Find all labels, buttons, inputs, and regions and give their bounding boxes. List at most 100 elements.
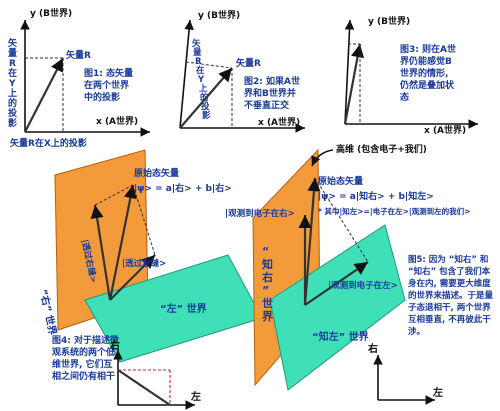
fig1-x-projection-label: 矢量R在X上的投影	[10, 137, 87, 149]
fig4-state-label: 原始态矢量	[134, 167, 179, 179]
svg-text:态: 态	[400, 91, 409, 103]
fig4-axis-left-label: 左	[190, 390, 201, 403]
svg-text:影: 影	[202, 110, 211, 121]
fig2-y-axis-label: y (B世界)	[198, 9, 240, 21]
svg-text:Y: Y	[8, 79, 16, 89]
fig2-vector-r	[179, 67, 233, 129]
svg-text:R: R	[9, 59, 16, 69]
svg-text:的: 的	[200, 92, 209, 103]
svg-text:影: 影	[8, 118, 17, 129]
svg-text:世: 世	[262, 296, 273, 310]
fig3: y (B世界) x (A世界) 图3: 则在A世 界仍能感觉B 世界的情形, 仍…	[343, 15, 478, 136]
svg-text:在: 在	[8, 67, 17, 79]
fig4-world-right-label: “右” 世界	[37, 288, 59, 336]
fig1-vector-label: 矢量R	[66, 49, 91, 61]
fig5-state-formula: |ψ> = a|知右> + b|知左>	[318, 190, 434, 202]
svg-text:子态退相干, 两个世界: 子态退相干, 两个世界	[408, 302, 491, 313]
svg-text:在两个世界: 在两个世界	[84, 79, 129, 91]
fig4: 原始态矢量 |ψ> = a|右> + b|右> |透过右缝> |透过左缝> “右…	[37, 149, 263, 410]
svg-text:在: 在	[196, 65, 205, 76]
svg-text:界: 界	[262, 310, 273, 323]
svg-text:投: 投	[201, 101, 210, 112]
fig4-left-projection	[109, 254, 156, 301]
fig5-left-projection	[304, 261, 369, 306]
fig5-proj-left-label: |观测到电子在左>	[328, 280, 398, 291]
svg-text:”: ”	[262, 284, 269, 297]
fig5-axis-left-label: 左	[432, 386, 443, 399]
svg-text:中的投影: 中的投影	[84, 91, 120, 103]
fig4-proj-left-label: |透过左缝>	[122, 258, 166, 269]
fig2-x-axis-label: x (A世界)	[258, 116, 300, 128]
fig3-x-axis-label: x (A世界)	[424, 124, 466, 136]
fig4-right-projection	[90, 204, 112, 301]
fig5-state-vector	[303, 177, 321, 306]
svg-text:知: 知	[261, 257, 273, 271]
svg-text:仍然是叠加状: 仍然是叠加状	[399, 79, 455, 91]
svg-text:世界的情形,: 世界的情形,	[400, 67, 448, 79]
fig4-world-left-label: “左” 世界	[160, 302, 207, 315]
svg-text:涉。: 涉。	[408, 326, 425, 337]
fig5-state-label: 原始态矢量	[318, 175, 363, 187]
svg-text:观系统的两个低: 观系统的两个低	[52, 346, 115, 358]
svg-text:图4: 对于描述微: 图4: 对于描述微	[52, 334, 120, 346]
svg-text:图3: 则在A世: 图3: 则在A世	[400, 43, 456, 55]
fig2-vector-label: 矢量R	[236, 57, 261, 69]
fig5-axis-right-label: 右	[367, 342, 378, 355]
fig1-y-axis-label: y (B世界)	[30, 7, 72, 19]
svg-text:R: R	[195, 57, 202, 67]
fig3-vector	[343, 43, 365, 125]
svg-text:互相垂直, 不再彼此干: 互相垂直, 不再彼此干	[408, 314, 491, 325]
fig1-vector-r	[24, 57, 64, 133]
svg-text:的世界来描述。于是量: 的世界来描述。于是量	[408, 290, 494, 301]
svg-text:量: 量	[193, 47, 202, 58]
fig2-y-axis	[179, 19, 194, 129]
fig4-proj-dash-1	[132, 184, 156, 256]
fig5-proj-dash	[314, 177, 369, 263]
fig5-proj-right-label: |观测到电子在右>	[225, 208, 295, 219]
fig4-state-vector	[108, 184, 137, 301]
fig3-y-axis	[344, 19, 355, 125]
svg-text:相之间仍有相干: 相之间仍有相干	[52, 370, 115, 382]
fig5-high-dim-label: 高维 (包含电子+我们)	[336, 143, 427, 155]
svg-text:图5: 因为 “知右” 和: 图5: 因为 “知右” 和	[408, 254, 488, 265]
fig4-proj-dash-2	[94, 184, 134, 206]
svg-text:上: 上	[199, 83, 208, 94]
fig5-caption: 图5: 因为 “知右” 和 “知右” 包含了我们本 身在内, 需要更大维度 的世…	[407, 254, 494, 337]
svg-text:矢: 矢	[8, 37, 18, 49]
fig5-teal-plane	[269, 224, 406, 391]
fig2-y-projection-label: 矢 量 R 在 Y 上 的 投 影	[191, 38, 211, 121]
fig5-note: * 其中|知左>=|电子在左>|观测到左的我们>	[318, 206, 470, 217]
fig1: y (B世界) x (A世界) 矢量R 矢 量 R 在 Y 上 的 投 影 矢量…	[8, 7, 150, 149]
svg-text:图2: 如果A世: 图2: 如果A世	[244, 75, 300, 87]
svg-text:上: 上	[8, 87, 17, 99]
svg-text:“知右” 包含了我们本: “知右” 包含了我们本	[408, 266, 491, 277]
svg-text:Y: Y	[197, 75, 205, 85]
fig5-world-left-label: “知左” 世界	[312, 330, 369, 343]
fig5-high-dim-arrow	[311, 149, 334, 167]
svg-text:身在内, 需要更大维度: 身在内, 需要更大维度	[407, 278, 491, 289]
fig3-y-axis-label: y (B世界)	[368, 15, 410, 27]
svg-text:右: 右	[261, 270, 273, 284]
fig2: y (B世界) x (A世界) 矢量R 矢 量 R 在 Y 上 的 投 影 图2…	[179, 9, 305, 133]
svg-text:投: 投	[8, 107, 17, 119]
fig2-y-proj-line	[185, 61, 233, 69]
fig3-caption: 图3: 则在A世 界仍能感觉B 世界的情形, 仍然是叠加状 态	[399, 43, 456, 103]
svg-text:量: 量	[8, 47, 17, 59]
svg-text:界和B世界并: 界和B世界并	[244, 87, 296, 99]
fig4-caption: 图4: 对于描述微 观系统的两个低 维世界, 它们互 相之间仍有相干	[52, 334, 120, 382]
svg-text:界仍能感觉B: 界仍能感觉B	[400, 55, 452, 67]
svg-text:维世界, 它们互: 维世界, 它们互	[52, 358, 113, 370]
fig5: 高维 (包含电子+我们) 原始态矢量 |ψ> = a|知右> + b|知左> *…	[225, 143, 494, 405]
fig4-axis-right-label: 右	[109, 339, 120, 352]
fig2-caption: 图2: 如果A世 界和B世界并 不垂直正交	[244, 75, 300, 111]
fig4-small-vector	[117, 369, 171, 406]
fig1-y-projection-label: 矢 量 R 在 Y 上 的 投 影	[8, 37, 18, 129]
svg-text:的: 的	[8, 97, 17, 109]
fig1-x-axis-label: x (A世界)	[96, 115, 138, 127]
fig1-caption: 图1: 态矢量 在两个世界 中的投影	[84, 67, 133, 103]
fig4-state-formula: |ψ> = a|右> + b|右>	[134, 182, 232, 194]
svg-text:矢: 矢	[191, 38, 201, 49]
svg-text:“: “	[262, 245, 269, 258]
svg-text:不垂直正交: 不垂直正交	[244, 99, 289, 111]
